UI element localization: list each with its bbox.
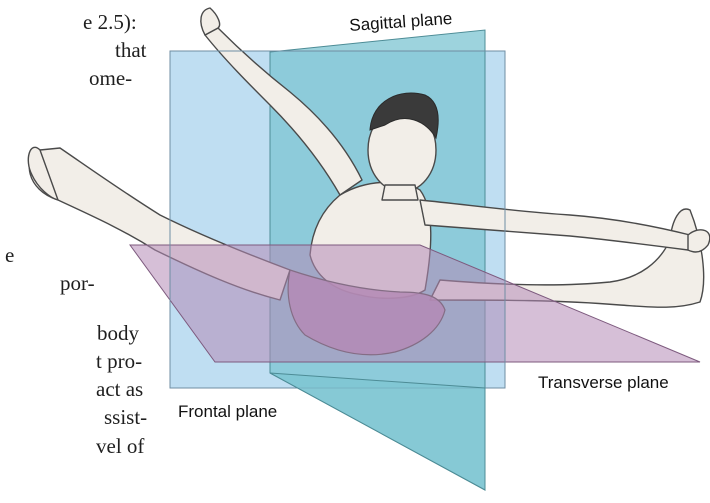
sagittal-plane-lower — [270, 373, 485, 490]
frontal-plane-label: Frontal plane — [178, 403, 277, 420]
transverse-plane-label: Transverse plane — [538, 374, 669, 391]
